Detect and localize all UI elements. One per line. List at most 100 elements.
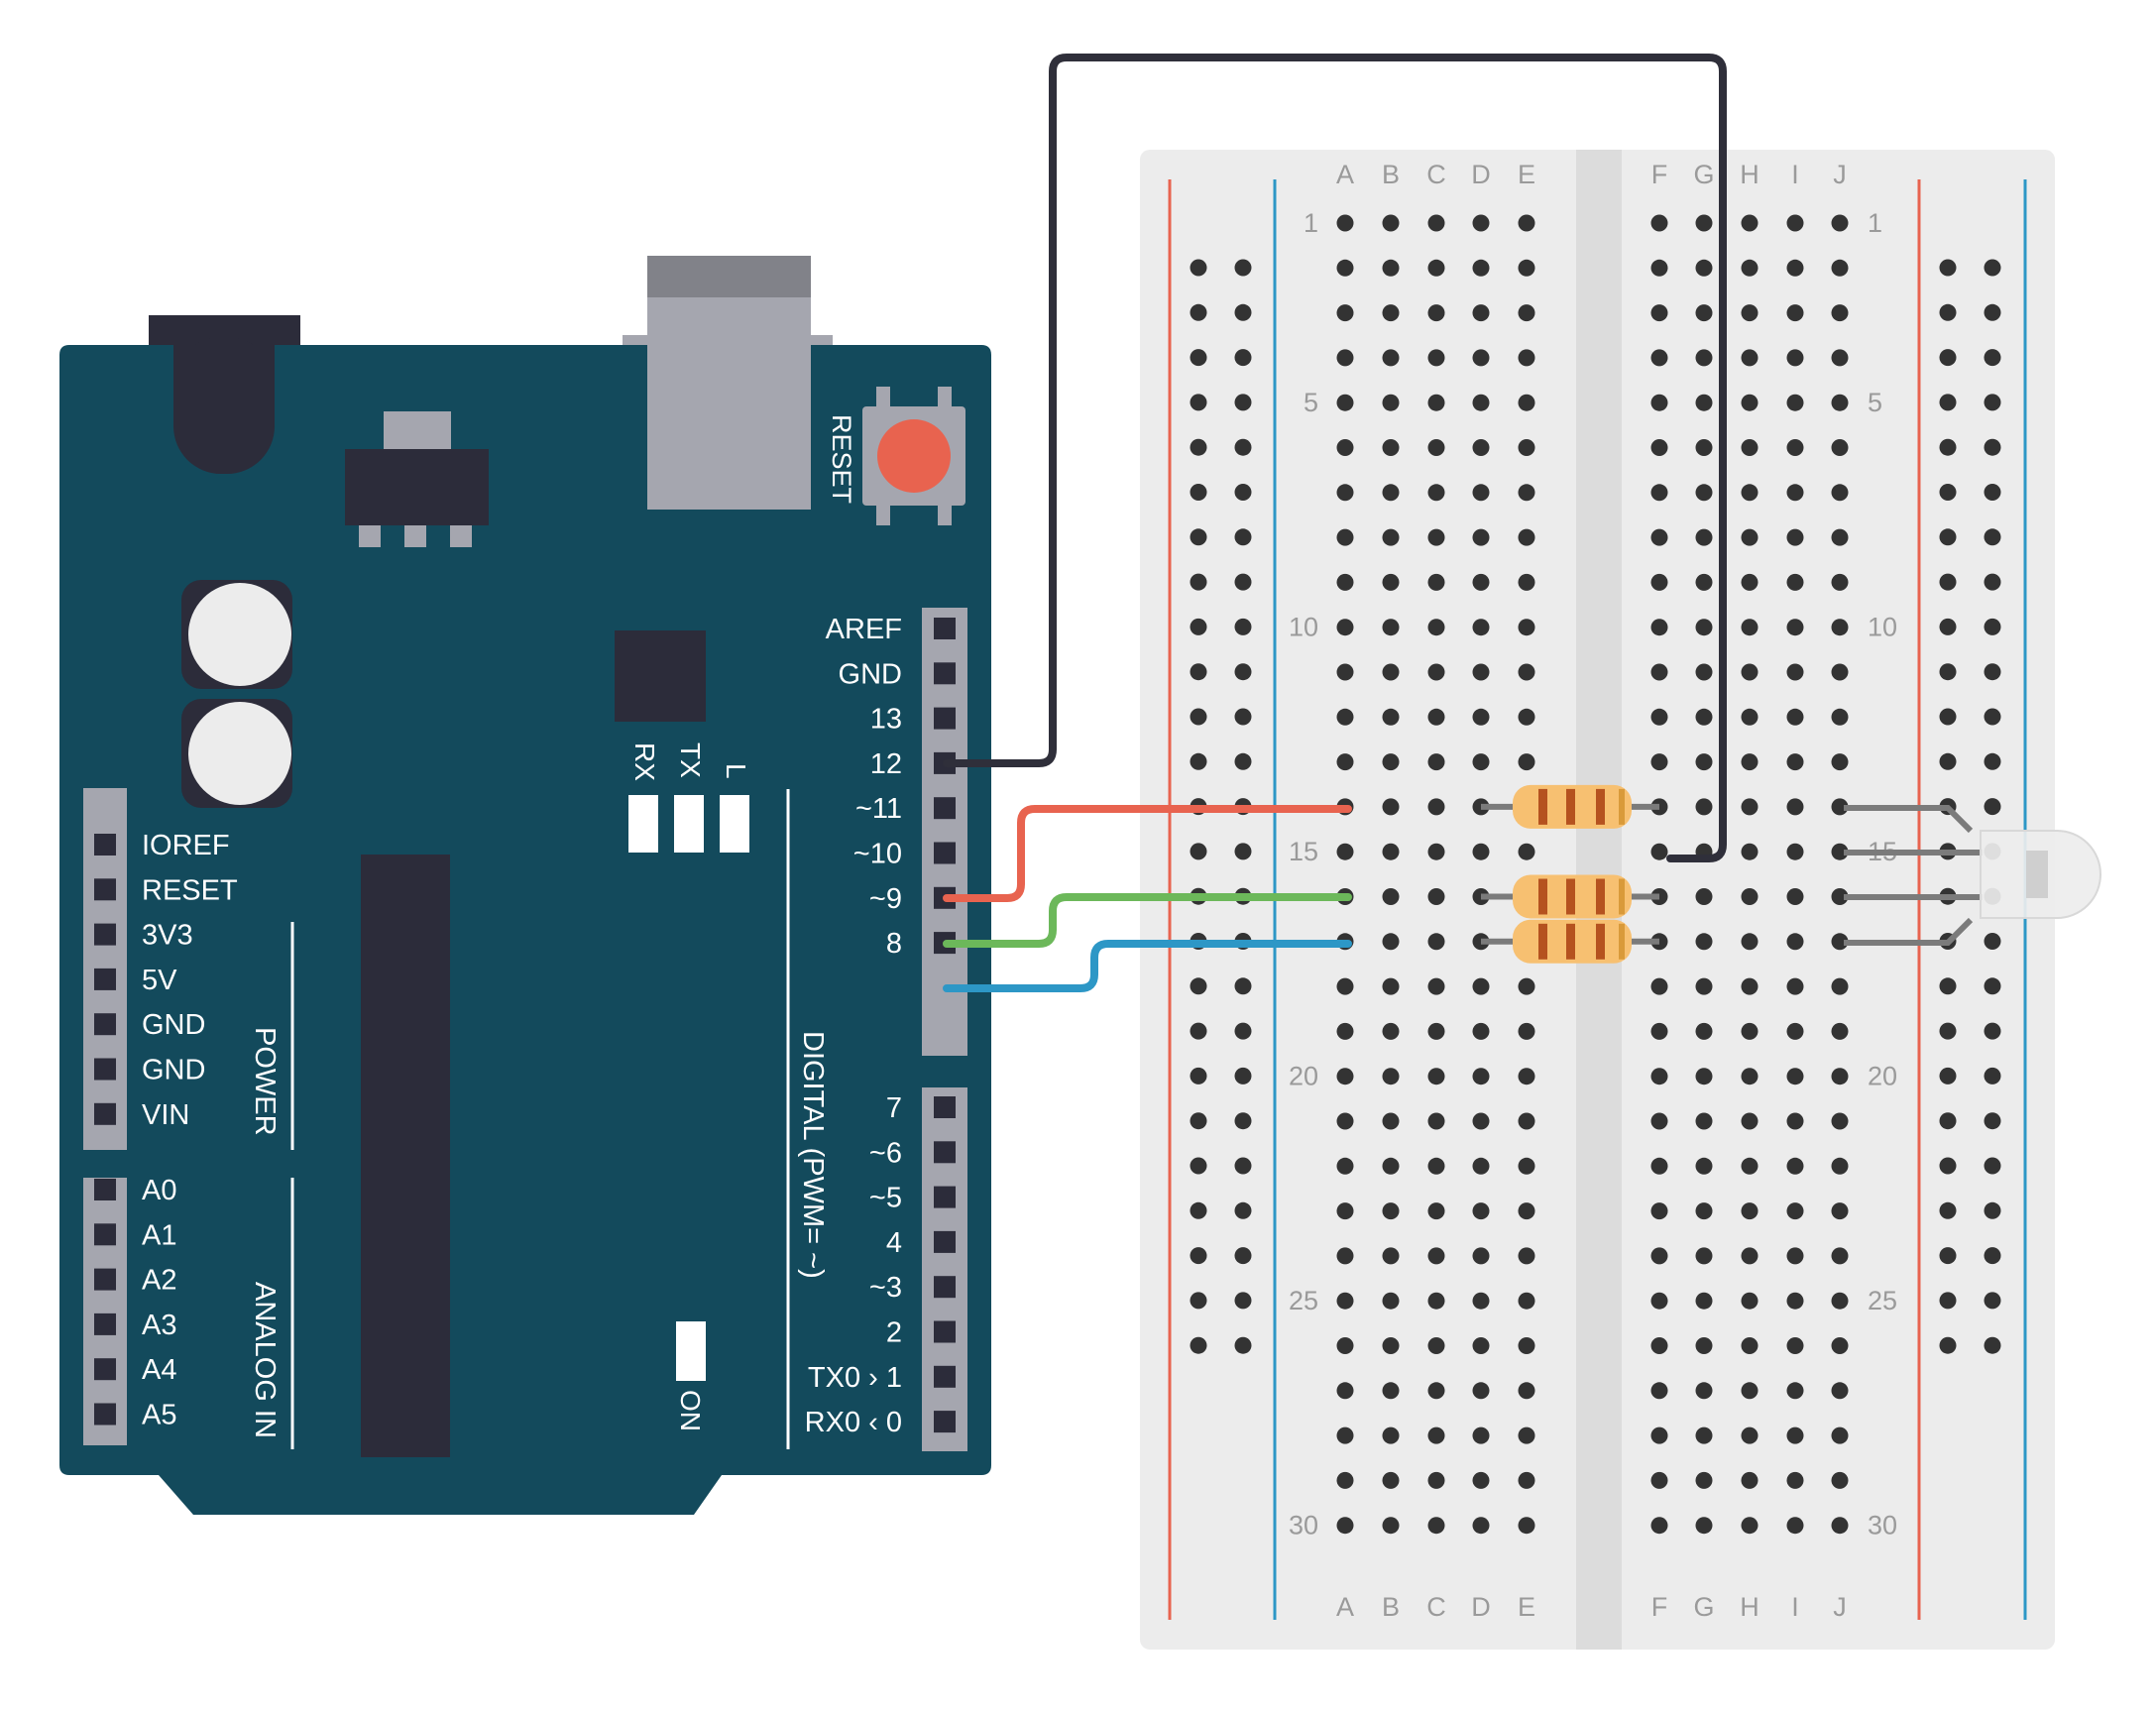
breadboard-hole[interactable] bbox=[1741, 933, 1759, 951]
breadboard-hole[interactable] bbox=[1831, 663, 1849, 681]
rail-hole[interactable] bbox=[1234, 752, 1252, 770]
breadboard-hole[interactable] bbox=[1382, 1292, 1400, 1310]
rail-hole[interactable] bbox=[1984, 708, 2001, 726]
breadboard-hole[interactable] bbox=[1427, 663, 1445, 681]
breadboard-hole[interactable] bbox=[1472, 1382, 1490, 1400]
rail-hole[interactable] bbox=[1939, 1292, 1957, 1310]
breadboard-hole[interactable] bbox=[1741, 619, 1759, 636]
breadboard-hole[interactable] bbox=[1472, 753, 1490, 771]
breadboard-hole[interactable] bbox=[1382, 663, 1400, 681]
blue-wire[interactable] bbox=[943, 940, 1352, 992]
breadboard-hole[interactable] bbox=[1336, 528, 1354, 546]
breadboard-hole[interactable] bbox=[1518, 708, 1535, 726]
rail-hole[interactable] bbox=[1234, 1067, 1252, 1084]
breadboard-hole[interactable] bbox=[1382, 1382, 1400, 1400]
breadboard-hole[interactable] bbox=[1831, 394, 1849, 411]
breadboard-hole[interactable] bbox=[1831, 1112, 1849, 1130]
rail-hole[interactable] bbox=[1234, 708, 1252, 726]
breadboard-hole[interactable] bbox=[1741, 1247, 1759, 1265]
breadboard-hole[interactable] bbox=[1741, 1202, 1759, 1220]
breadboard-hole[interactable] bbox=[1786, 394, 1804, 411]
header-pin[interactable] bbox=[934, 707, 956, 730]
breadboard-hole[interactable] bbox=[1518, 977, 1535, 995]
breadboard-hole[interactable] bbox=[1336, 708, 1354, 726]
breadboard-hole[interactable] bbox=[1336, 1202, 1354, 1220]
rail-hole[interactable] bbox=[1234, 1157, 1252, 1175]
breadboard-hole[interactable] bbox=[1427, 528, 1445, 546]
breadboard-hole[interactable] bbox=[1831, 888, 1849, 905]
breadboard-hole[interactable] bbox=[1427, 259, 1445, 277]
rail-hole[interactable] bbox=[1984, 1336, 2001, 1354]
rail-hole[interactable] bbox=[1939, 259, 1957, 277]
rail-hole[interactable] bbox=[1939, 663, 1957, 681]
breadboard-hole[interactable] bbox=[1695, 977, 1713, 995]
breadboard-hole[interactable] bbox=[1695, 753, 1713, 771]
breadboard-hole[interactable] bbox=[1786, 1157, 1804, 1175]
breadboard-hole[interactable] bbox=[1382, 1337, 1400, 1354]
breadboard-hole[interactable] bbox=[1786, 259, 1804, 277]
breadboard-hole[interactable] bbox=[1695, 933, 1713, 951]
breadboard-hole[interactable] bbox=[1741, 1022, 1759, 1040]
rail-hole[interactable] bbox=[1190, 484, 1207, 501]
rgb-led[interactable] bbox=[1844, 805, 2101, 946]
breadboard-hole[interactable] bbox=[1518, 663, 1535, 681]
breadboard-hole[interactable] bbox=[1831, 259, 1849, 277]
breadboard-hole[interactable] bbox=[1382, 619, 1400, 636]
breadboard-hole[interactable] bbox=[1786, 1337, 1804, 1354]
breadboard-hole[interactable] bbox=[1472, 439, 1490, 456]
breadboard-hole[interactable] bbox=[1472, 1157, 1490, 1175]
rail-hole[interactable] bbox=[1190, 259, 1207, 277]
header-pin[interactable] bbox=[934, 1276, 956, 1299]
rail-hole[interactable] bbox=[1190, 528, 1207, 546]
breadboard-hole[interactable] bbox=[1427, 753, 1445, 771]
rail-hole[interactable] bbox=[1984, 752, 2001, 770]
rail-hole[interactable] bbox=[1984, 1112, 2001, 1130]
breadboard-hole[interactable] bbox=[1695, 1202, 1713, 1220]
rail-hole[interactable] bbox=[1190, 1112, 1207, 1130]
rail-hole[interactable] bbox=[1984, 1292, 2001, 1310]
breadboard-hole[interactable] bbox=[1695, 663, 1713, 681]
breadboard-hole[interactable] bbox=[1427, 394, 1445, 411]
breadboard-hole[interactable] bbox=[1650, 484, 1668, 502]
rail-hole[interactable] bbox=[1190, 394, 1207, 411]
breadboard-hole[interactable] bbox=[1650, 619, 1668, 636]
header-pin[interactable] bbox=[94, 968, 116, 990]
breadboard-hole[interactable] bbox=[1695, 619, 1713, 636]
breadboard-hole[interactable] bbox=[1786, 304, 1804, 322]
breadboard-hole[interactable] bbox=[1831, 439, 1849, 456]
breadboard-hole[interactable] bbox=[1336, 977, 1354, 995]
breadboard-hole[interactable] bbox=[1382, 888, 1400, 905]
breadboard-hole[interactable] bbox=[1518, 1157, 1535, 1175]
breadboard-hole[interactable] bbox=[1336, 1022, 1354, 1040]
breadboard-hole[interactable] bbox=[1518, 843, 1535, 860]
rail-hole[interactable] bbox=[1234, 349, 1252, 367]
breadboard-hole[interactable] bbox=[1695, 1517, 1713, 1535]
breadboard-hole[interactable] bbox=[1741, 888, 1759, 905]
breadboard-hole[interactable] bbox=[1650, 528, 1668, 546]
rail-hole[interactable] bbox=[1939, 303, 1957, 321]
breadboard-hole[interactable] bbox=[1472, 484, 1490, 502]
breadboard-hole[interactable] bbox=[1741, 349, 1759, 367]
breadboard-hole[interactable] bbox=[1650, 1337, 1668, 1354]
breadboard-hole[interactable] bbox=[1518, 1112, 1535, 1130]
rail-hole[interactable] bbox=[1939, 349, 1957, 367]
breadboard-hole[interactable] bbox=[1695, 349, 1713, 367]
breadboard-hole[interactable] bbox=[1427, 708, 1445, 726]
breadboard-hole[interactable] bbox=[1518, 1292, 1535, 1310]
rail-hole[interactable] bbox=[1984, 977, 2001, 995]
breadboard-hole[interactable] bbox=[1650, 439, 1668, 456]
breadboard-hole[interactable] bbox=[1472, 259, 1490, 277]
breadboard-hole[interactable] bbox=[1831, 349, 1849, 367]
breadboard-hole[interactable] bbox=[1786, 528, 1804, 546]
breadboard-hole[interactable] bbox=[1831, 1022, 1849, 1040]
breadboard-hole[interactable] bbox=[1786, 1112, 1804, 1130]
breadboard-hole[interactable] bbox=[1831, 1517, 1849, 1535]
breadboard-hole[interactable] bbox=[1336, 663, 1354, 681]
rail-hole[interactable] bbox=[1190, 1247, 1207, 1265]
rail-hole[interactable] bbox=[1190, 1157, 1207, 1175]
rail-hole[interactable] bbox=[1939, 438, 1957, 456]
rail-hole[interactable] bbox=[1234, 663, 1252, 681]
breadboard-hole[interactable] bbox=[1695, 214, 1713, 232]
breadboard-hole[interactable] bbox=[1336, 304, 1354, 322]
breadboard-hole[interactable] bbox=[1382, 214, 1400, 232]
